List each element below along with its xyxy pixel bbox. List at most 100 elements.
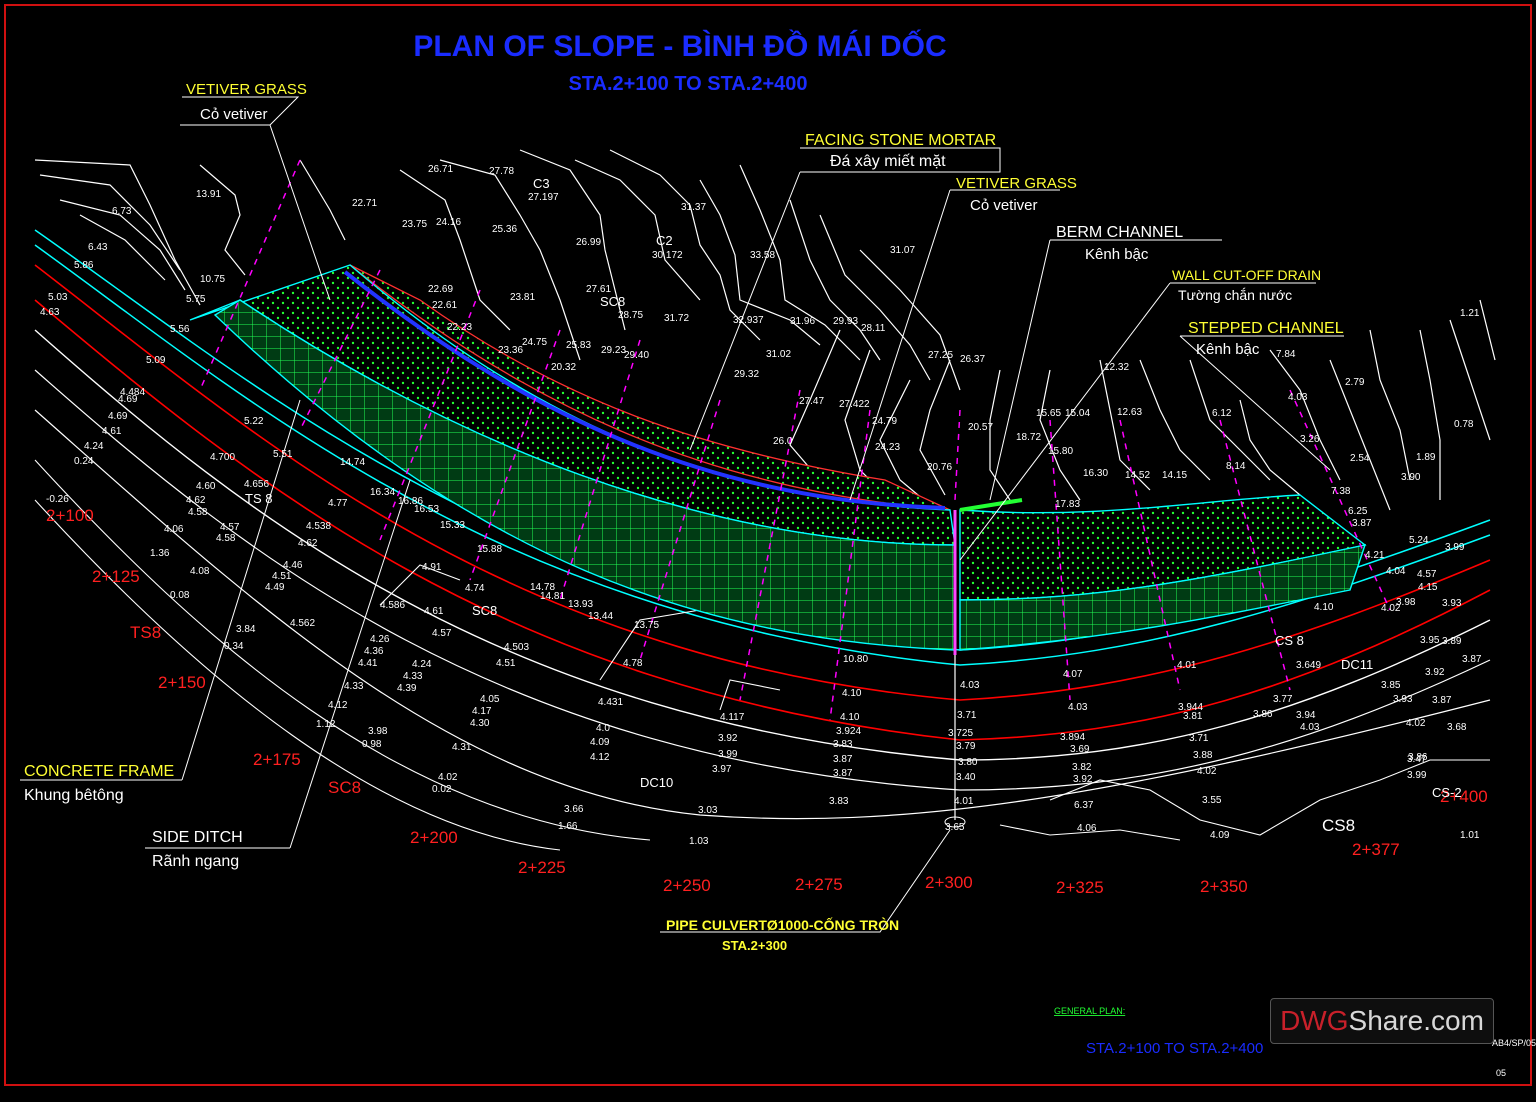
elevation-label: 4.02 [1406, 718, 1426, 729]
elevation-label: 4.58 [188, 507, 208, 518]
elevation-label: 3.03 [698, 805, 718, 816]
elevation-label: 25.36 [492, 224, 517, 235]
elevation-label: 4.562 [290, 618, 315, 629]
elevation-label: 3.99 [718, 749, 738, 760]
elevation-label: 4.02 [1197, 766, 1217, 777]
elevation-label: 3.98 [1396, 597, 1416, 608]
elevation-label: 3.83 [833, 739, 853, 750]
elevation-label: 6.43 [88, 242, 108, 253]
elevation-label: 24.79 [872, 416, 897, 427]
elevation-label: 27.61 [586, 284, 611, 295]
elevation-label: SC8 [472, 603, 497, 618]
elevation-label: 4.06 [1077, 823, 1097, 834]
callout-ditch-en: SIDE DITCH [152, 829, 243, 846]
elevation-label: 1.89 [1416, 452, 1436, 463]
elevation-label: 4.09 [590, 737, 610, 748]
elevation-label: SC8 [600, 294, 625, 309]
callout-stepped-vi: Kênh bậc [1196, 341, 1260, 358]
elevation-label: CS-2 [1432, 785, 1462, 800]
elevation-label: 4.57 [432, 628, 452, 639]
elevation-label: 4.49 [265, 582, 285, 593]
elevation-label: 24.23 [875, 442, 900, 453]
elevation-label: 4.12 [328, 700, 348, 711]
station-label: 2+200 [410, 828, 458, 847]
elevation-label: 0.08 [170, 590, 190, 601]
elevation-label: 13.91 [196, 189, 221, 200]
elevation-label: 3.26 [1300, 434, 1320, 445]
elevation-label: -0.26 [46, 494, 69, 505]
elevation-label: 22.69 [428, 284, 453, 295]
elevation-label: 18.72 [1016, 432, 1041, 443]
elevation-label: 4.26 [370, 634, 390, 645]
elevation-label: 5.51 [273, 449, 293, 460]
curve-label: TS8 [130, 623, 161, 642]
elevation-label: 5.75 [186, 294, 206, 305]
elevation-label: 3.71 [957, 710, 977, 721]
elevation-label: 1.12 [316, 719, 336, 730]
elevation-label: 1.36 [150, 548, 170, 559]
elevation-label: 4.39 [397, 683, 417, 694]
elevation-label: 4.69 [118, 394, 138, 405]
elevation-label: 4.700 [210, 452, 235, 463]
callout-vetiver-vi: Cỏ vetiver [200, 106, 268, 123]
general-plan-label: GENERAL PLAN: [1054, 1006, 1125, 1016]
elevation-label: 4.12 [590, 752, 610, 763]
elevation-label: 5.86 [74, 260, 94, 271]
elevation-label: 22.71 [352, 198, 377, 209]
sheet-number: 05 [1496, 1068, 1506, 1078]
elevation-label: 3.649 [1296, 660, 1321, 671]
elevation-label: 3.80 [958, 757, 978, 768]
station-label: 2+250 [663, 876, 711, 895]
elevation-label: 3.99 [1407, 770, 1427, 781]
elevation-label: 3.87 [1352, 518, 1372, 529]
elevation-label: 5.56 [170, 324, 190, 335]
elevation-label: 23.81 [510, 292, 535, 303]
elevation-label: 4.03 [1068, 702, 1088, 713]
elevation-label: 3.86 [1408, 752, 1428, 763]
callout-wall-en: WALL CUT-OFF DRAIN [1172, 267, 1321, 283]
curve-label: SC8 [328, 778, 361, 797]
elevation-label: DC11 [1341, 657, 1373, 672]
elevation-label: 1.66 [558, 821, 578, 832]
elevation-label: 4.503 [504, 642, 529, 653]
elevation-label: 3.92 [1425, 667, 1445, 678]
elevation-label: 5.24 [1409, 535, 1429, 546]
elevation-label: 3.79 [956, 741, 976, 752]
elevation-label: 3.93 [1393, 694, 1413, 705]
elevation-label: 3.97 [712, 764, 732, 775]
elevation-label: 13.75 [634, 620, 659, 631]
elevation-label: 4.586 [380, 600, 405, 611]
elevation-label: 27.78 [489, 166, 514, 177]
watermark-text-a: DWG [1280, 1005, 1349, 1036]
elevation-label: C3 [533, 176, 550, 191]
elevation-label: 4.57 [220, 522, 240, 533]
elevation-label: C2 [656, 233, 673, 248]
elevation-label: 15.88 [477, 544, 502, 555]
elevation-label: 20.57 [968, 422, 993, 433]
elevation-label: 2.54 [1350, 453, 1370, 464]
elevation-label: 4.60 [196, 481, 216, 492]
elevation-label: 1.03 [689, 836, 709, 847]
elevation-label: 6.25 [1348, 506, 1368, 517]
callout-vetiver-en: VETIVER GRASS [186, 81, 307, 98]
elevation-label: 14.81 [540, 591, 565, 602]
elevation-label: 4.74 [465, 583, 485, 594]
elevation-label: 3.66 [564, 804, 584, 815]
elevation-label: 4.10 [1314, 602, 1334, 613]
elevation-label: 4.24 [412, 659, 432, 670]
elevation-label: 31.72 [664, 313, 689, 324]
elevation-label: 4.78 [623, 658, 643, 669]
station-label: 2+325 [1056, 878, 1104, 897]
elevation-label: 29.40 [624, 350, 649, 361]
elevation-label: 3.94 [1296, 710, 1316, 721]
elevation-label: 3.89 [1442, 636, 1462, 647]
elevation-label: 4.06 [164, 524, 184, 535]
callout-facing-en: FACING STONE MORTAR [805, 132, 996, 149]
elevation-label: 3.84 [236, 624, 256, 635]
elevation-label: 3.90 [1401, 472, 1421, 483]
elevation-label: 3.65 [945, 822, 965, 833]
station-label: 2+225 [518, 858, 566, 877]
elevation-label: 28.11 [861, 323, 886, 334]
callout-ditch-vi: Rãnh ngang [152, 853, 239, 870]
plan-title: PLAN OF SLOPE - BÌNH ĐỒ MÁI DỐC [413, 29, 946, 63]
